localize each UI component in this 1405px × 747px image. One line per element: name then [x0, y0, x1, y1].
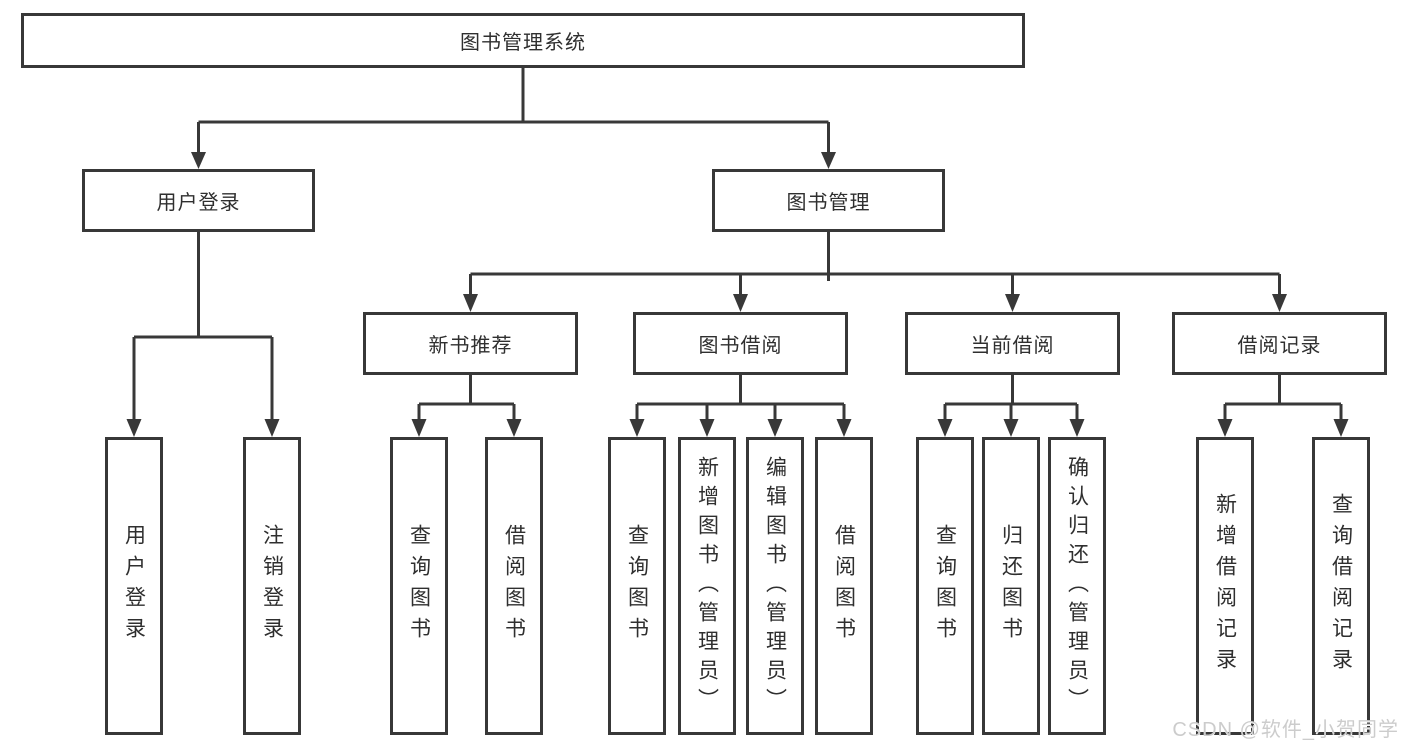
node-current-borrowing: 当前借阅 — [905, 312, 1120, 375]
node-label: 图书管理 — [786, 192, 871, 214]
node-library-management-system: 图书管理系统 — [21, 13, 1025, 68]
leaf-confirm-return-admin: 确认归还（管理员） — [1048, 437, 1106, 735]
leaf-borrow-books-recommend: 借阅图书 — [485, 437, 543, 735]
leaf-label: 编辑图书（管理员） — [763, 455, 787, 717]
leaf-label: 新增借阅记录 — [1213, 493, 1237, 679]
leaf-label: 借阅图书 — [502, 524, 526, 648]
leaf-add-books-admin: 新增图书（管理员） — [678, 437, 736, 735]
leaf-query-books-current: 查询图书 — [916, 437, 974, 735]
node-label: 新书推荐 — [428, 335, 513, 357]
leaf-label: 查询图书 — [625, 524, 649, 648]
arrowheads — [126, 152, 1349, 437]
node-borrowing-records: 借阅记录 — [1172, 312, 1387, 375]
node-label: 图书管理系统 — [460, 32, 586, 54]
node-new-book-recommendation: 新书推荐 — [363, 312, 578, 375]
leaf-label: 查询图书 — [407, 524, 431, 648]
leaf-label: 注销登录 — [260, 524, 284, 648]
leaf-label: 新增图书（管理员） — [695, 455, 719, 717]
node-label: 用户登录 — [156, 192, 241, 214]
leaf-add-borrow-record: 新增借阅记录 — [1196, 437, 1254, 735]
node-label: 图书借阅 — [698, 335, 783, 357]
leaf-user-login: 用户登录 — [105, 437, 163, 735]
leaf-query-books-recommend: 查询图书 — [390, 437, 448, 735]
leaf-logout: 注销登录 — [243, 437, 301, 735]
leaf-borrow-books: 借阅图书 — [815, 437, 873, 735]
leaf-query-books-borrow: 查询图书 — [608, 437, 666, 735]
leaf-return-books: 归还图书 — [982, 437, 1040, 735]
node-label: 借阅记录 — [1237, 335, 1322, 357]
leaf-label: 查询图书 — [933, 524, 957, 648]
node-book-borrowing: 图书借阅 — [633, 312, 848, 375]
node-label: 当前借阅 — [970, 335, 1055, 357]
node-user-login: 用户登录 — [82, 169, 315, 232]
leaf-label: 用户登录 — [122, 524, 146, 648]
leaf-query-borrow-record: 查询借阅记录 — [1312, 437, 1370, 735]
leaf-label: 确认归还（管理员） — [1065, 455, 1089, 717]
node-book-management: 图书管理 — [712, 169, 945, 232]
leaf-label: 归还图书 — [999, 524, 1023, 648]
leaf-label: 借阅图书 — [832, 524, 856, 648]
leaf-label: 查询借阅记录 — [1329, 493, 1353, 679]
leaf-edit-books-admin: 编辑图书（管理员） — [746, 437, 804, 735]
